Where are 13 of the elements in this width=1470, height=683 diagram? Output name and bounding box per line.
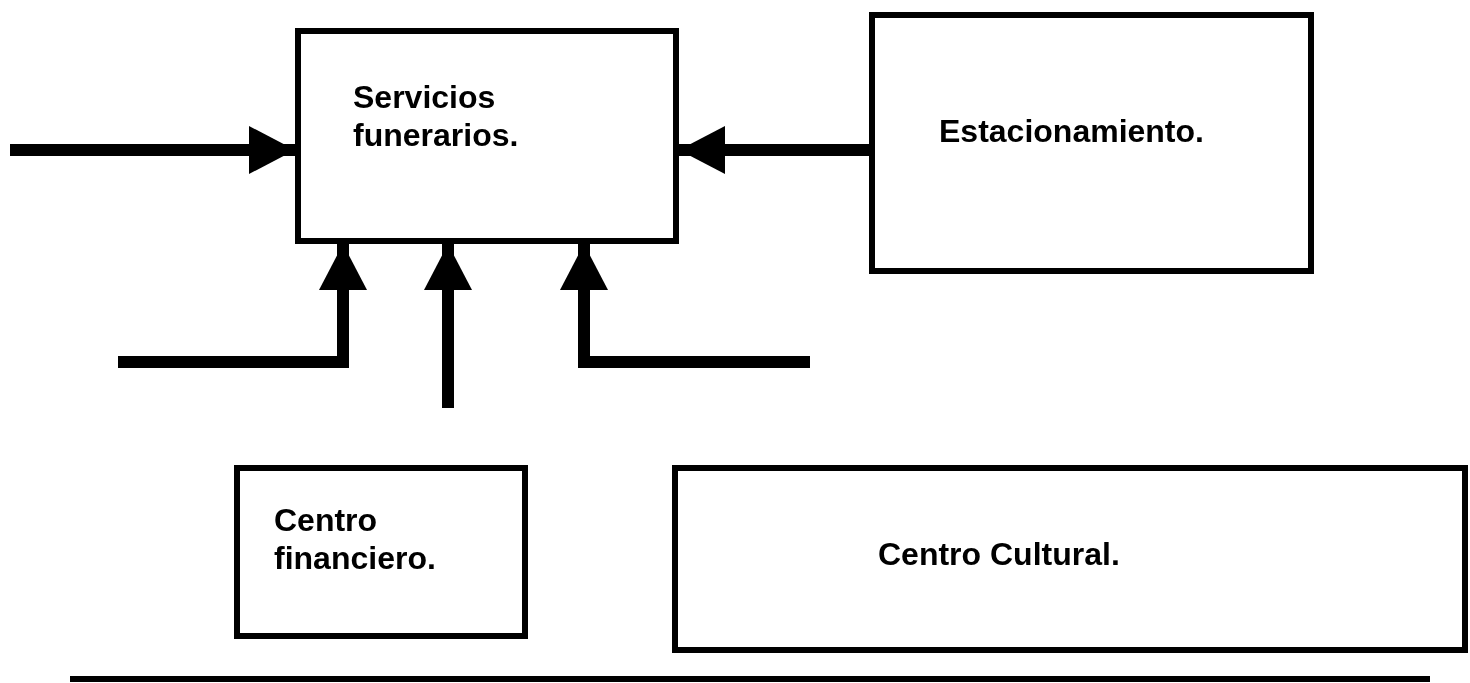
arrow [424,244,472,408]
process-box [869,12,1314,274]
process-box [234,465,528,639]
box-label: Servicios funerarios. [353,78,520,154]
arrow [10,126,295,174]
box-label: Estacionamiento. [939,112,1205,150]
process-box [295,28,679,244]
arrow [118,244,367,368]
box-label: Centro Cultural. [878,535,1121,573]
arrow [679,126,869,174]
arrow [560,244,810,368]
box-label: Centro financiero. [274,501,437,577]
process-box [672,465,1468,653]
